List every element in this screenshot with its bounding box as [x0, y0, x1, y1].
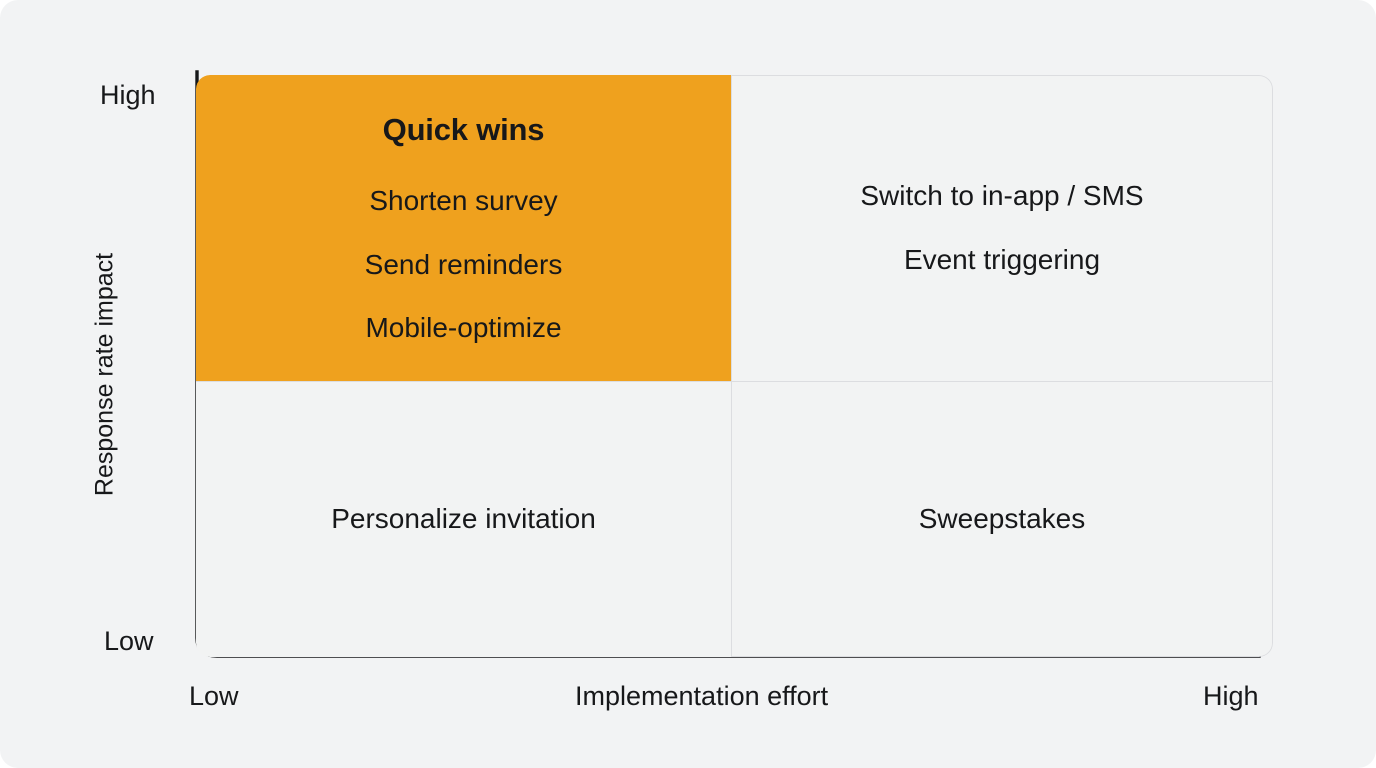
matrix-plot-area: Quick wins Shorten survey Send reminders… [196, 75, 1273, 657]
y-axis-low-label: Low [104, 626, 154, 656]
x-axis-low-label: Low [189, 681, 239, 711]
x-axis-high-label: High [1203, 681, 1259, 711]
list-item: Personalize invitation [331, 503, 596, 535]
x-axis-title: Implementation effort [575, 681, 829, 711]
quadrant-high-impact-low-effort[interactable]: Quick wins Shorten survey Send reminders… [196, 75, 731, 381]
list-item: Sweepstakes [918, 502, 1086, 534]
quadrant-item-list: Shorten survey Send reminders Mobile-opt… [364, 184, 563, 344]
quadrant-high-impact-high-effort[interactable]: Switch to in-app / SMS Event triggering [731, 75, 1273, 381]
list-item: Switch to in-app / SMS [860, 180, 1144, 212]
list-item: Event triggering [903, 244, 1101, 275]
quadrant-item-list: Sweepstakes [918, 502, 1086, 535]
list-item: Shorten survey [369, 184, 558, 216]
y-axis-title: Response rate impact [90, 252, 119, 497]
quadrant-title-quick-wins: Quick wins [382, 111, 545, 147]
list-item: Mobile-optimize [365, 312, 562, 344]
quadrant-low-impact-high-effort[interactable]: Sweepstakes [731, 381, 1273, 657]
list-item: Send reminders [364, 248, 563, 280]
y-axis-high-label: High [100, 80, 156, 110]
quadrant-grid: Quick wins Shorten survey Send reminders… [196, 75, 1273, 657]
quadrant-item-list: Switch to in-app / SMS Event triggering [860, 180, 1144, 276]
quadrant-item-list: Personalize invitation [331, 503, 596, 535]
quadrant-low-impact-low-effort[interactable]: Personalize invitation [196, 381, 731, 657]
